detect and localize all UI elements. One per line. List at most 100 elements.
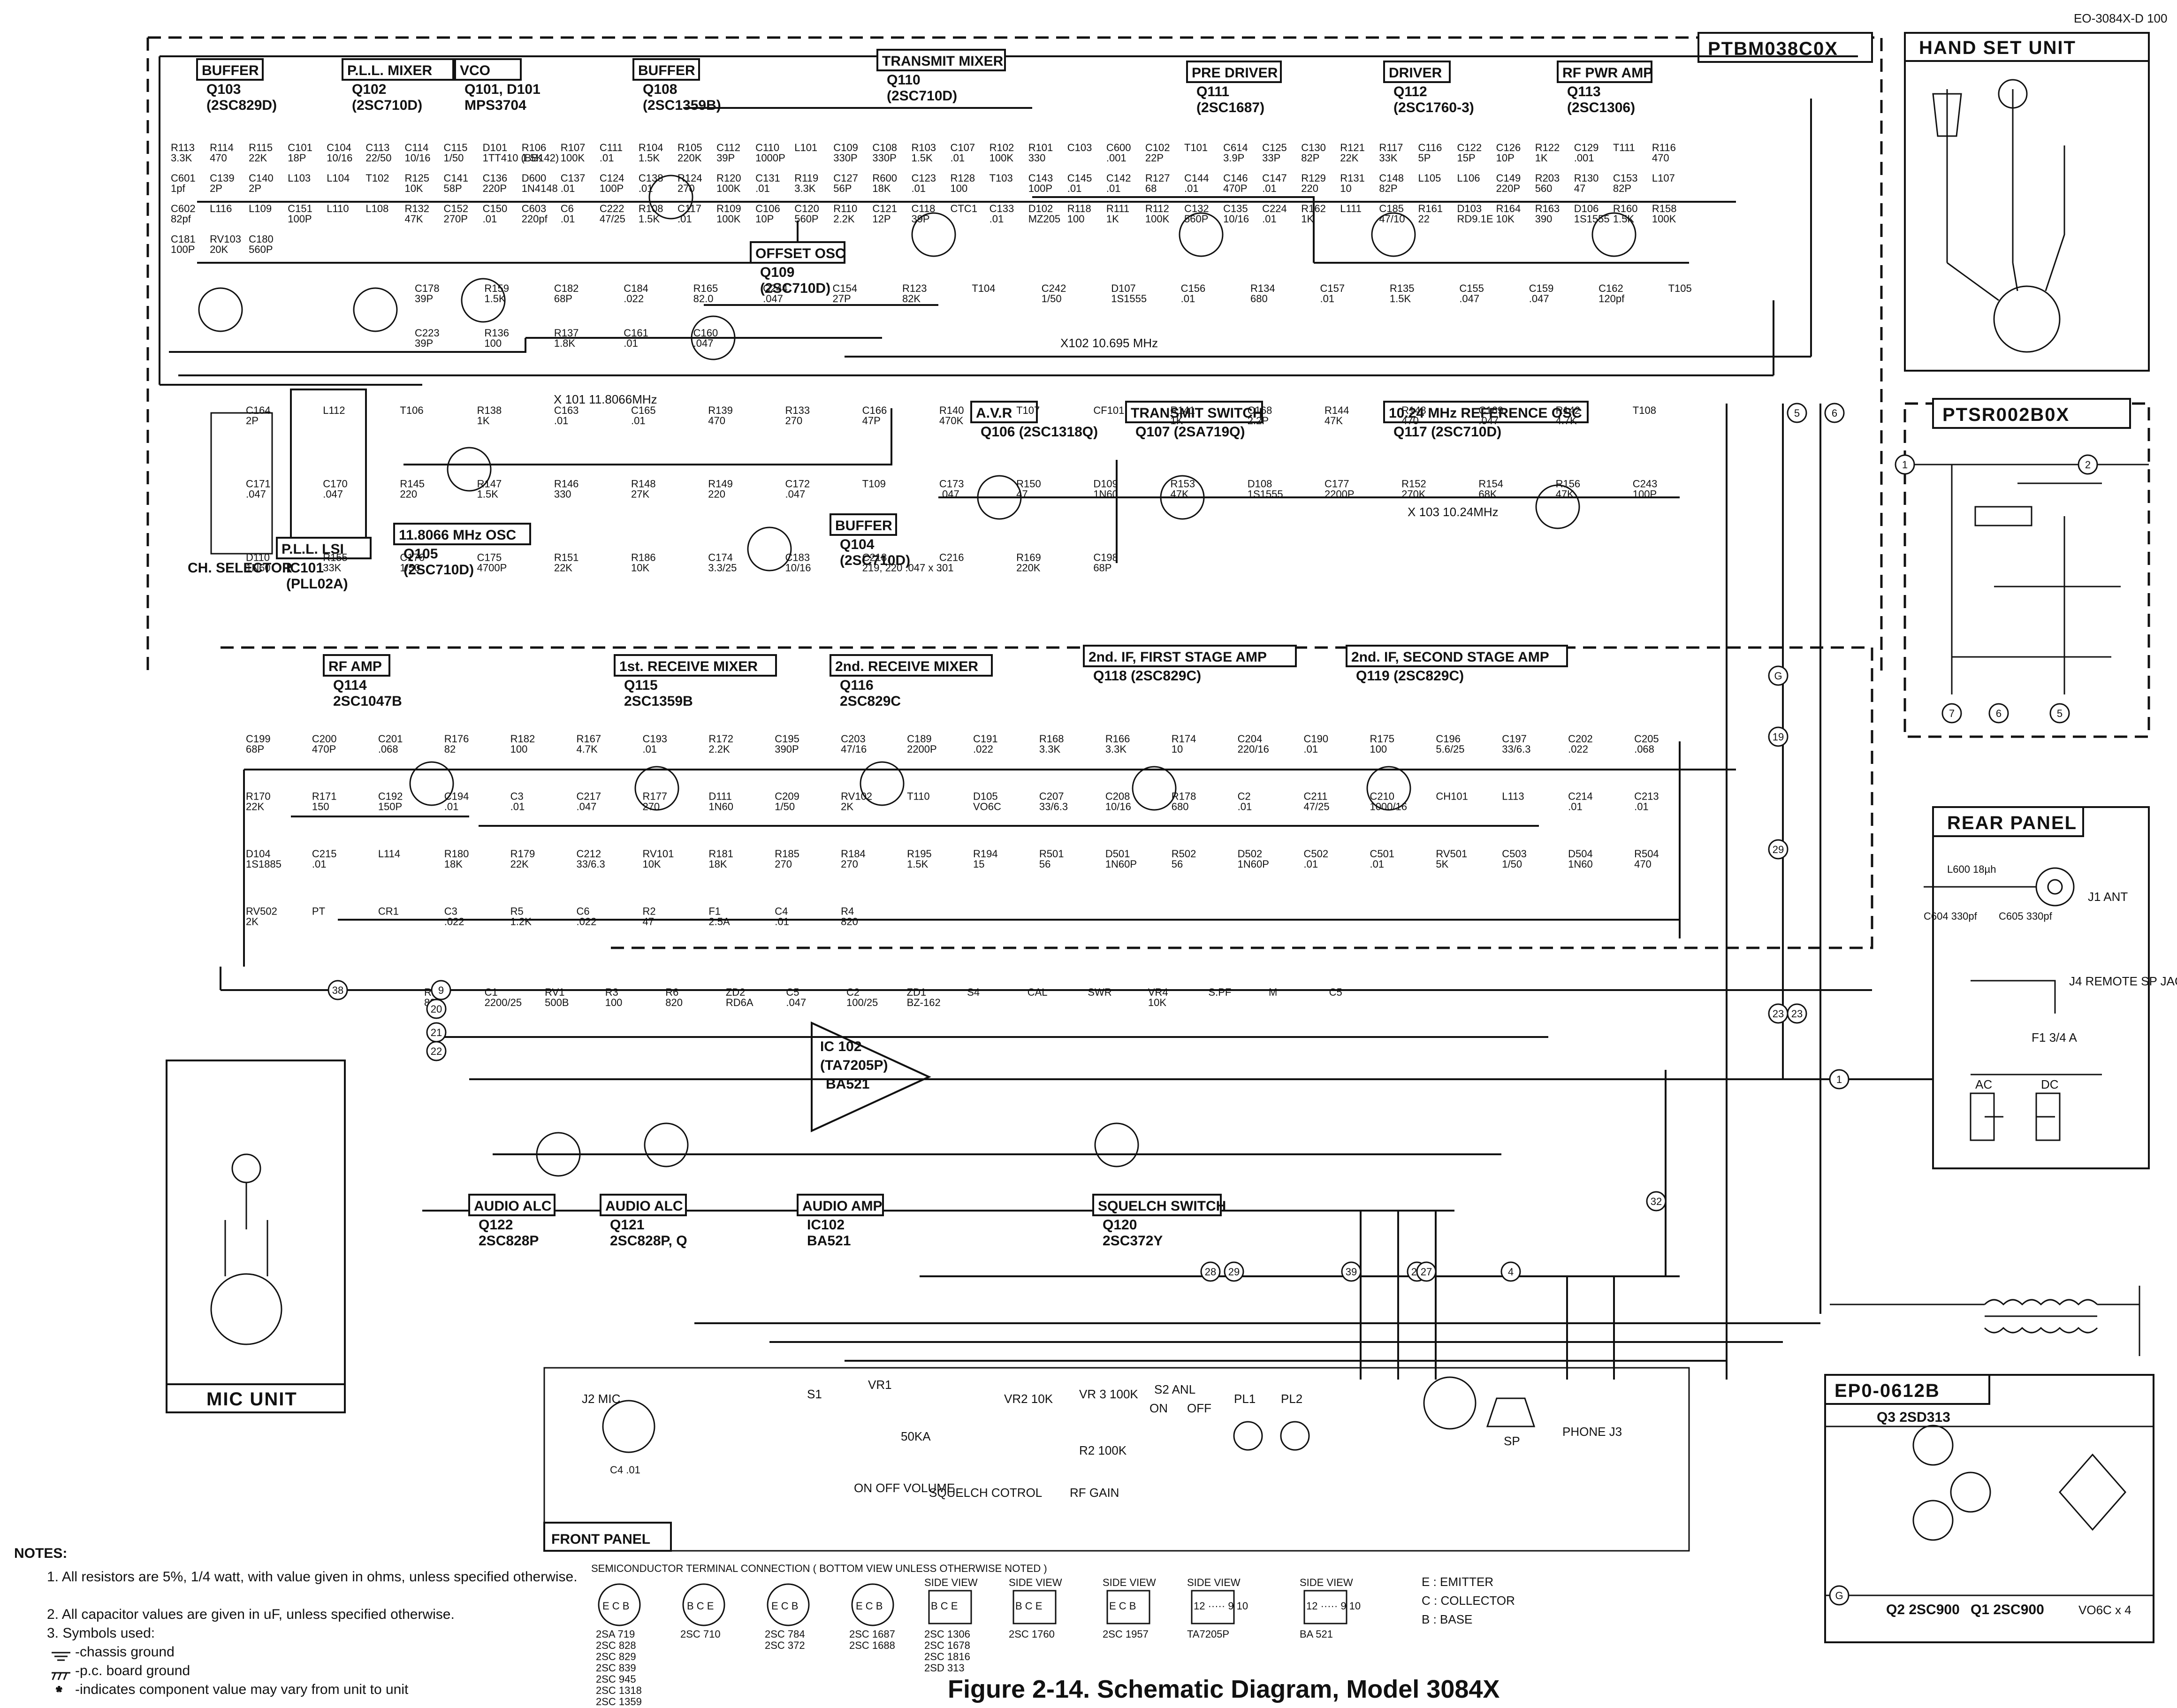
block-title: 10.24 MHz REFERENCE OSC — [1389, 405, 1582, 421]
svg-text:12 ····· 9 10: 12 ····· 9 10 — [1194, 1600, 1248, 1612]
block-line: (2SC710D) — [840, 553, 910, 568]
rear-j4: J4 REMOTE SP JACK — [2069, 974, 2177, 988]
svg-text:38: 38 — [332, 984, 343, 996]
component-label: C160.047 — [693, 327, 718, 349]
svg-text:PL1: PL1 — [1234, 1392, 1256, 1406]
svg-text:B C E: B C E — [1015, 1600, 1042, 1612]
block-title: SQUELCH SWITCH — [1098, 1198, 1226, 1214]
component-label: C213.01 — [1634, 791, 1659, 813]
svg-text:12 ····· 9 10: 12 ····· 9 10 — [1306, 1600, 1361, 1612]
component-label: C6.01 — [561, 203, 575, 225]
component-label: C170.047 — [323, 478, 348, 500]
ic102-part: (TA7205P) — [820, 1058, 888, 1073]
block-line: Q115 — [624, 678, 658, 693]
mic-unit-box — [166, 1060, 346, 1413]
component-label: C3.01 — [510, 791, 525, 813]
svg-text:J2 MIC: J2 MIC — [582, 1392, 620, 1406]
power-unit-wiring — [1825, 1425, 2154, 1596]
block-line: (2SC710D) — [352, 98, 422, 113]
component-label: S4 — [967, 986, 980, 998]
component-label: C2.01 — [1238, 791, 1252, 813]
svg-text:C4 .01: C4 .01 — [610, 1464, 640, 1476]
connector-point: 1 — [1829, 1069, 1850, 1090]
power-q2: Q2 2SC900 — [1886, 1602, 1960, 1617]
component-label: C145.01 — [1067, 172, 1092, 194]
svg-text:VR 3 100K: VR 3 100K — [1079, 1387, 1138, 1401]
connector-point: 23 — [1768, 1003, 1789, 1024]
component-label: C142.01 — [1106, 172, 1131, 194]
block-line: BA521 — [807, 1233, 851, 1249]
component-label: C218,219, 220 .047 x 3 — [862, 551, 942, 573]
block-line: 2SC829C — [840, 694, 901, 709]
block-line: (PLL02A) — [286, 576, 348, 592]
transistor-symbols — [198, 175, 1637, 1177]
component-label: C5 — [1329, 986, 1342, 998]
svg-text:2SC 828: 2SC 828 — [596, 1639, 636, 1651]
connector-point: G — [1768, 665, 1789, 686]
svg-text:RF GAIN: RF GAIN — [1070, 1486, 1119, 1500]
component-label: T102 — [365, 172, 389, 184]
component-label: C190.01 — [1304, 733, 1329, 755]
block-title: TRANSMIT SWITCH — [1131, 405, 1263, 421]
svg-text:S1: S1 — [807, 1387, 822, 1401]
legend-collector: C : COLLECTOR — [1422, 1594, 1515, 1608]
svg-text:SIDE VIEW: SIDE VIEW — [1009, 1577, 1062, 1588]
component-label: C205.068 — [1634, 733, 1659, 755]
connector-points: 12146576519292392021222325272829323839GG — [327, 403, 2098, 1606]
component-label: C217.047 — [577, 791, 601, 813]
component-label: T105 — [1668, 282, 1692, 294]
component-label: C155.047 — [1459, 282, 1484, 305]
component-label: C117.01 — [677, 203, 701, 225]
block-line: Q101, D101 — [464, 82, 540, 97]
svg-text:29: 29 — [1773, 844, 1784, 855]
